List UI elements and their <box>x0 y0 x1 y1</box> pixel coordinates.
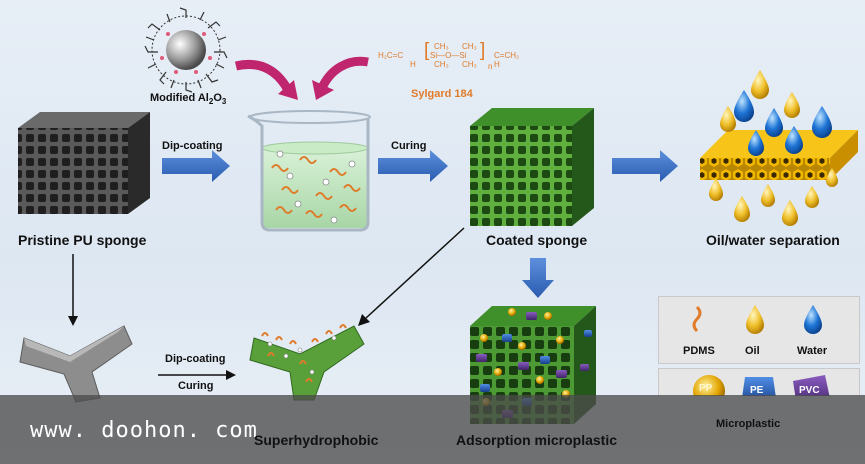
oil-droplets-below <box>709 168 838 226</box>
adsorption-label: Adsorption microplastic <box>456 432 618 448</box>
pe-icon <box>742 377 776 396</box>
al2o3-to-beaker-arrow <box>234 60 292 93</box>
oil-icon <box>746 305 764 334</box>
legend-pe-label: PE <box>750 385 764 396</box>
legend-top-icons <box>692 305 822 334</box>
al2o3-arrowhead <box>278 80 298 100</box>
formula-bracket-right: ] <box>480 40 486 61</box>
legend-bottom-icons <box>693 375 830 396</box>
water-icon <box>804 305 822 334</box>
legend-top-box: PDMS Oil Water <box>658 296 860 364</box>
modified-al2o3-particle <box>144 7 228 93</box>
coated-sponge-cube <box>470 108 594 226</box>
adsorption-arrow <box>522 258 554 298</box>
water-droplets <box>734 90 832 156</box>
sylgard-label: Sylgard 184 <box>411 88 473 100</box>
formula-left-h: H <box>410 60 416 69</box>
formula-right-vinyl: C=CH₂ <box>494 51 520 60</box>
formula-ch3-c: CH₃ <box>434 60 449 69</box>
pdms-icon <box>692 305 702 333</box>
legend-microplastic-label: Microplastic <box>716 418 781 430</box>
curing-arrow <box>378 150 448 182</box>
separation-arrow <box>612 150 678 182</box>
legend-pdms-label: PDMS <box>683 345 715 357</box>
watermark-band <box>0 395 865 464</box>
curing-top-label: Curing <box>391 140 427 152</box>
pristine-strut <box>19 325 133 403</box>
formula-ch3-b: CH₃ <box>462 42 477 51</box>
dip-coating-bottom-label: Dip-coating <box>165 353 226 365</box>
dip-coating-arrow <box>162 150 230 182</box>
sylgard-arrowhead <box>312 80 334 100</box>
legend-bottom-box: PP PE PVC <box>658 368 860 396</box>
beaker <box>247 110 371 232</box>
formula-right-h: H <box>494 60 500 69</box>
dip-coating-top-label: Dip-coating <box>162 140 223 152</box>
modified-al2o3-label: Modified Al2O3 <box>150 92 227 107</box>
formula-ch3-a: CH₃ <box>434 42 449 51</box>
legend-oil-label: Oil <box>745 345 760 357</box>
watermark-text: www. doohon. com <box>30 418 258 443</box>
sylgard-to-beaker-arrow <box>317 56 369 91</box>
formula-bracket-left: [ <box>424 40 430 61</box>
pp-icon <box>693 375 725 396</box>
formula-ch3-d: CH₃ <box>462 60 477 69</box>
legend-pvc-label: PVC <box>799 385 820 396</box>
legend-pp-label: PP <box>699 383 713 394</box>
coated-to-superhydrophobic-arrow <box>365 227 465 319</box>
pvc-icon <box>793 375 830 396</box>
superhydrophobic-strut <box>249 324 365 401</box>
superhydrophobic-label: Superhydrophobic <box>254 432 379 448</box>
oil-water-label: Oil/water separation <box>706 232 840 248</box>
formula-siloxane: Si—O—Si <box>430 51 467 60</box>
adsorbed-pp-particles <box>480 308 570 406</box>
legend-water-label: Water <box>797 345 828 357</box>
curing-bottom-label: Curing <box>178 380 214 392</box>
pristine-label: Pristine PU sponge <box>18 232 147 248</box>
formula-left-vinyl: H₂C=C <box>378 51 404 60</box>
coated-label: Coated sponge <box>486 232 588 248</box>
formula-n: n <box>488 62 493 71</box>
pristine-pu-sponge-cube <box>18 112 150 214</box>
